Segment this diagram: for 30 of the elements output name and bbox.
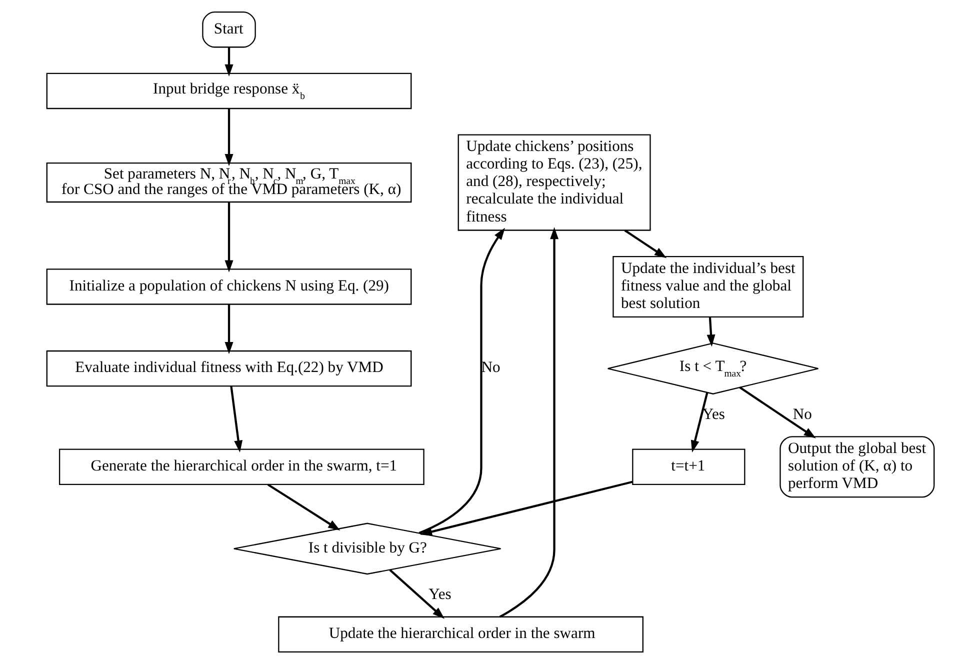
arrow (690, 392, 708, 452)
arrow (230, 386, 242, 453)
arrow (224, 47, 233, 77)
node-box: Evaluate individual fitness with Eq.(22) by VMD (46, 350, 412, 387)
node-box: Start (202, 12, 256, 48)
node-box: Update chickens’ positions according to Eqs. (23), (25), and (28), respectively; recalculate the individual fitness (457, 134, 650, 231)
arrow (498, 227, 558, 618)
arrow (388, 569, 444, 619)
arrow (624, 230, 666, 258)
arrow (224, 304, 233, 354)
arrow (738, 386, 816, 438)
arrow (706, 316, 715, 347)
arrow (224, 202, 233, 272)
arrow (266, 484, 340, 530)
node-box: Set parameters N, N$_{r}$, N$_{h}$, N$_{c}$, N$_{m}$, G, T$_{max}$ for CSO and the ranges of the VMD parameters (K, α) (46, 162, 412, 203)
arrow (224, 108, 233, 166)
arrow (419, 480, 632, 536)
edge-label: No (792, 406, 812, 423)
node-diamond: Is t divisible by G? (232, 522, 501, 575)
node-box: Generate the hierarchical order in the swarm, t=1 (58, 448, 424, 485)
node-box: Output the global best solution of (K, α) to perform VMD (779, 436, 934, 498)
arrow (418, 228, 505, 534)
node-box: Initialize a population of chickens N using Eq. (29) (46, 268, 412, 305)
edge-label: Yes (428, 586, 451, 604)
node-box: Update the individual’s best fitness value and the global best solution (612, 256, 804, 318)
node-box: t=t+1 (632, 448, 745, 485)
edge-label: Yes (702, 406, 724, 423)
node-diamond: Is t < T$_{max}$? (606, 342, 818, 394)
node-box: Input bridge response ẍ$_{b}$ (46, 72, 412, 110)
node-box: Update the hierarchical order in the swarm (278, 616, 643, 652)
